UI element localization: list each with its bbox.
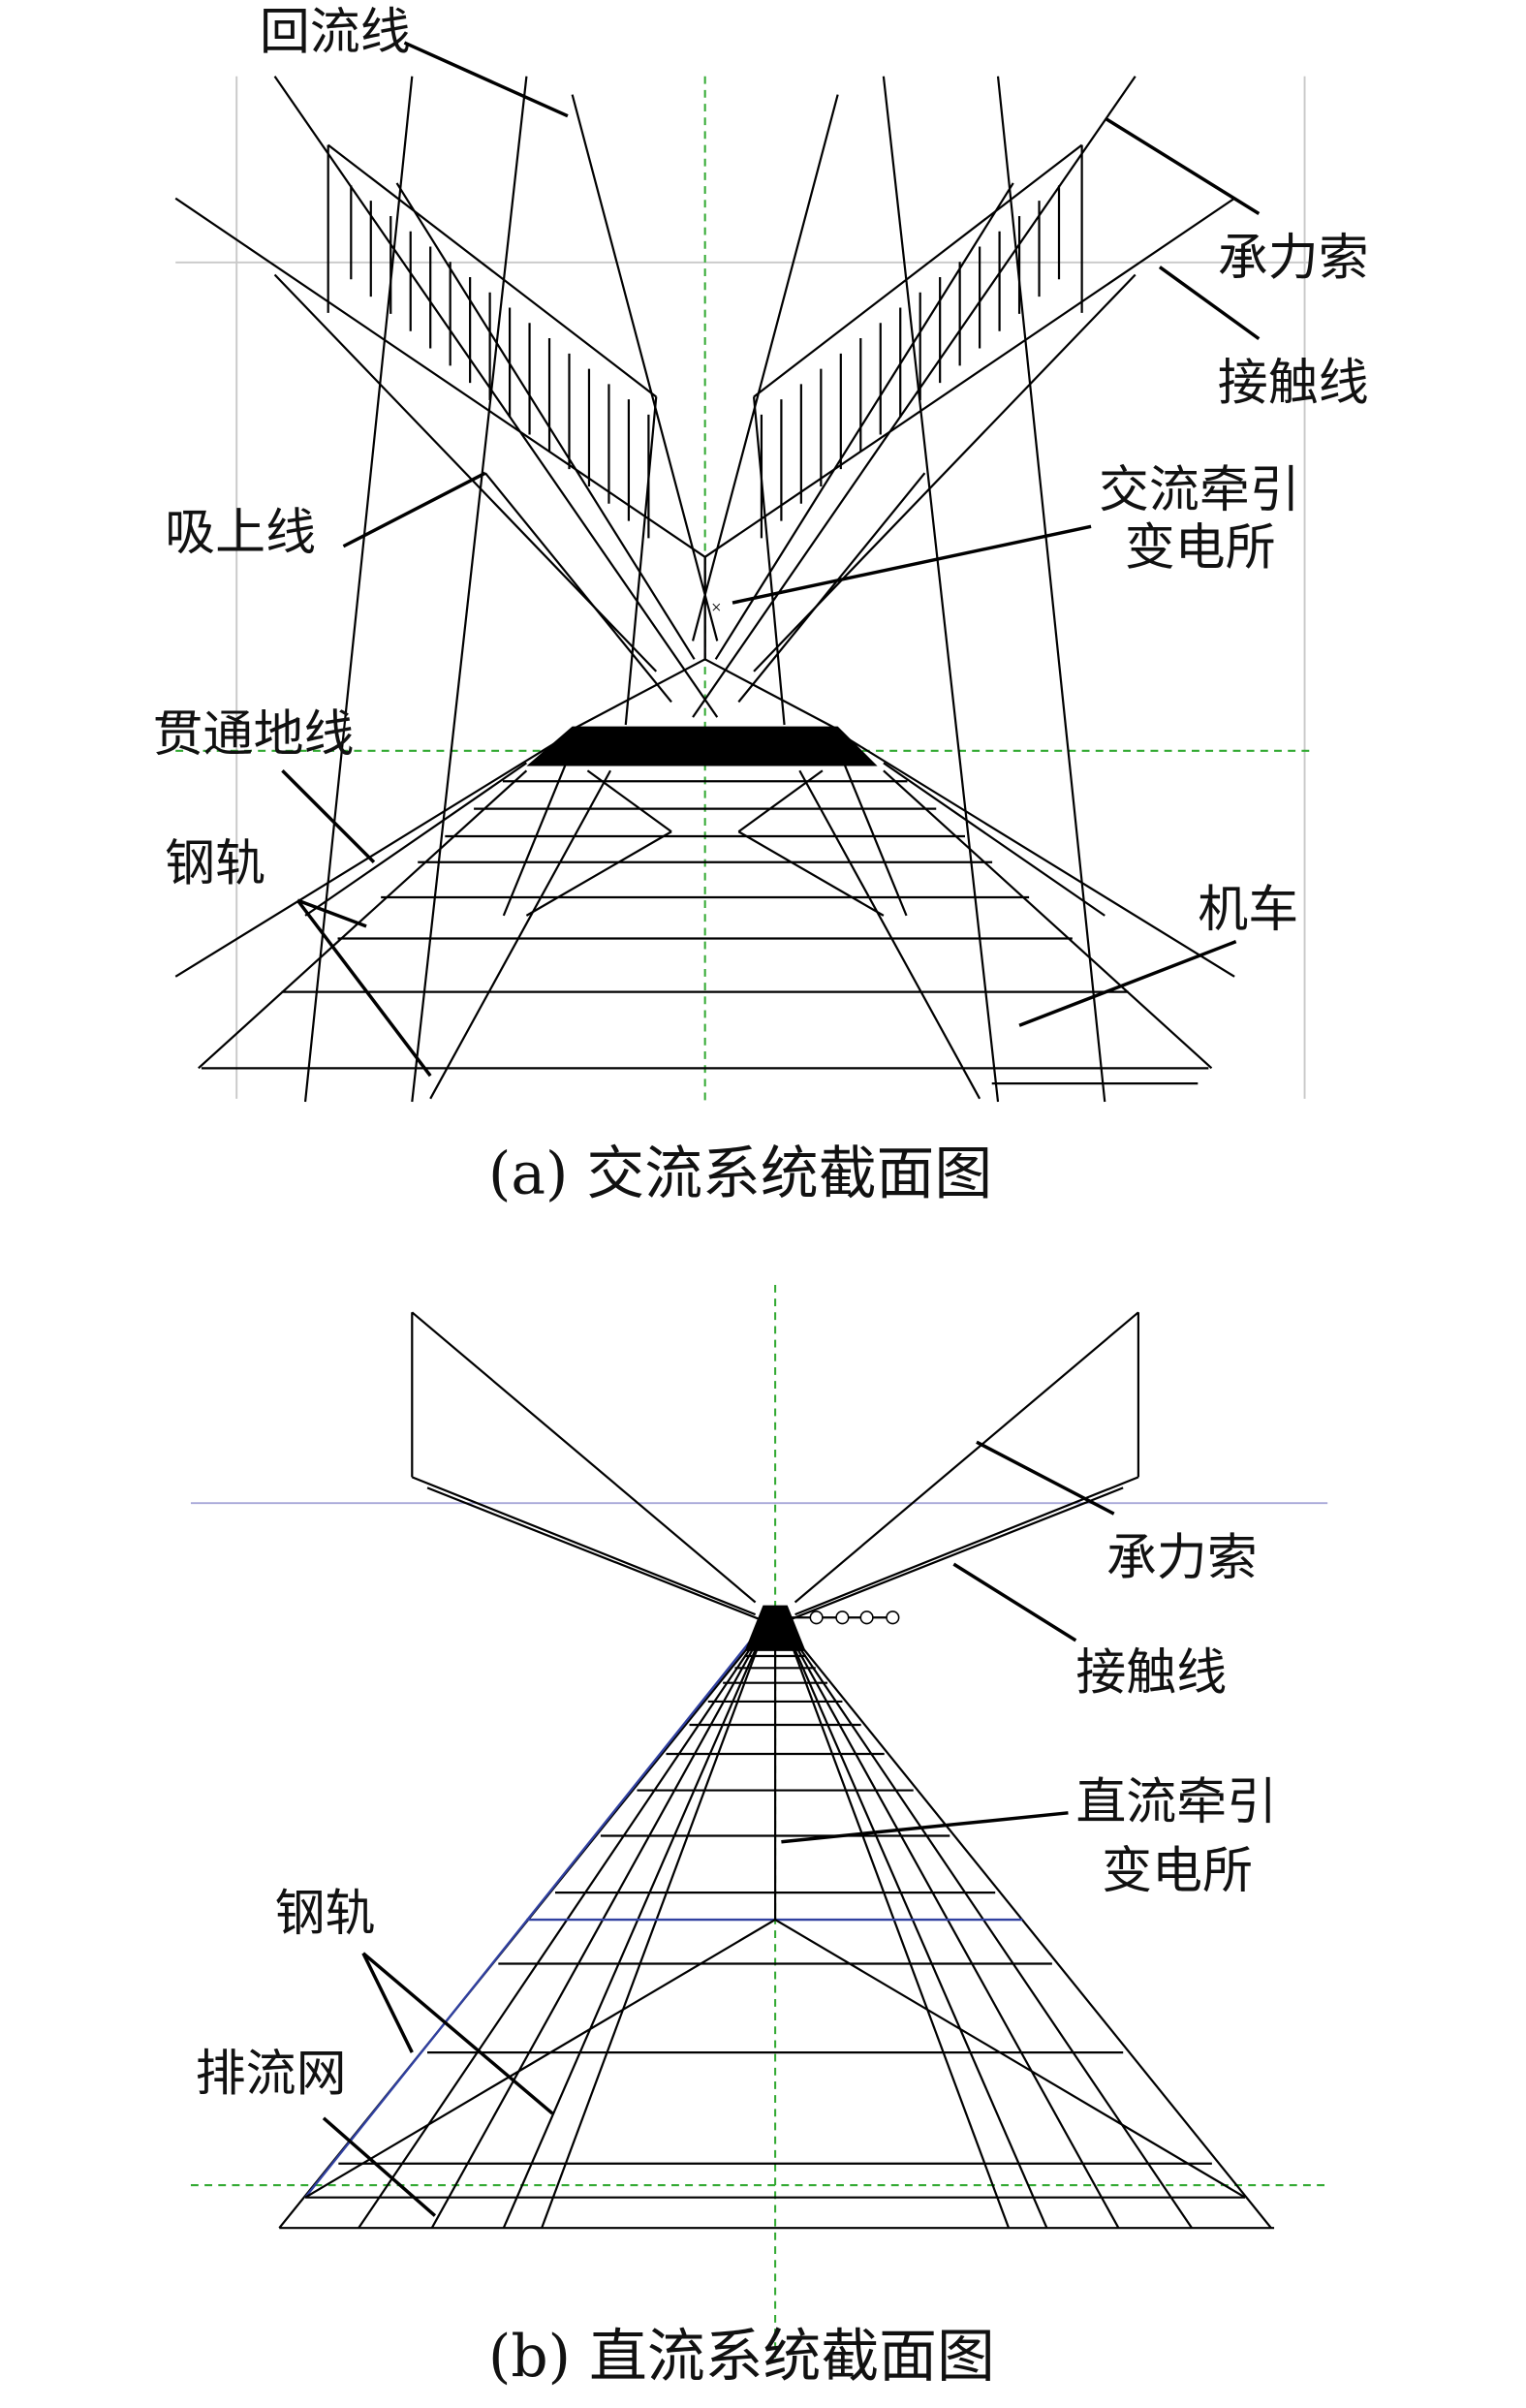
leader-rail-a-2 — [296, 899, 432, 1078]
return-wire — [303, 76, 414, 1103]
ground-wire — [737, 769, 824, 833]
leader-contact-wire-b — [952, 1562, 1077, 1642]
locomotive-body — [526, 726, 878, 766]
leader-ac-substation — [732, 524, 1092, 605]
rail-ray — [430, 1624, 767, 2229]
label-rail-a: 钢轨 — [165, 835, 265, 893]
ground-wire — [525, 830, 672, 917]
rail-ray — [783, 1624, 1011, 2229]
support-line — [624, 396, 658, 726]
catenary-wing — [787, 1486, 1124, 1622]
label-dc-substation-2: 变电所 — [1102, 1842, 1253, 1900]
rail-ray — [783, 1624, 1048, 2229]
rail-ray — [358, 1624, 767, 2229]
label-messenger-wire-a: 承力索 — [1218, 229, 1369, 287]
train-body — [744, 1605, 806, 1651]
catenary-line — [571, 94, 719, 641]
leader-locomotive — [1018, 940, 1237, 1027]
messenger-wire — [327, 143, 657, 398]
booster-wire — [484, 472, 672, 704]
leader-rail-a-1 — [296, 898, 367, 928]
rail — [798, 769, 981, 1100]
catenary-wing — [411, 1476, 757, 1616]
leader-messenger-wire-b — [976, 1440, 1115, 1516]
substation-line — [572, 658, 706, 731]
rail — [883, 769, 1213, 1070]
ground-wire — [737, 830, 885, 917]
cross-line — [774, 1919, 1246, 2199]
rail — [198, 769, 528, 1070]
electrode-icon — [835, 1611, 850, 1625]
rail-ray — [783, 1624, 1272, 2229]
catenary-wing — [794, 1476, 1139, 1616]
rail — [837, 731, 1235, 978]
catenary-line — [395, 182, 696, 660]
rail — [304, 762, 528, 917]
support-line — [752, 396, 786, 726]
drainage-net-line — [304, 1624, 764, 2199]
rail-ray — [783, 1624, 1193, 2229]
contact-wire — [174, 197, 706, 558]
electrode-icon — [859, 1611, 874, 1625]
leader-booster-wire — [342, 471, 486, 548]
panel-b-dc-system-diagram — [190, 1284, 1328, 2359]
leader-return-wire — [403, 41, 569, 118]
label-contact-wire-a: 接触线 — [1218, 355, 1369, 413]
label-drainage-net: 排流网 — [196, 2045, 347, 2103]
catenary-line — [692, 76, 1137, 718]
leader-rail-b-2 — [361, 1952, 554, 2115]
caption-b: (b) 直流系统截面图 — [488, 2323, 995, 2391]
contact-wire — [704, 197, 1235, 558]
leader-messenger-wire-a — [1105, 117, 1261, 215]
label-contact-wire-b: 接触线 — [1075, 1643, 1227, 1702]
rail-ray — [541, 1624, 767, 2229]
leader-ground-wire — [281, 769, 376, 863]
return-wire — [996, 76, 1106, 1103]
rail — [883, 762, 1106, 917]
messenger-wire — [753, 143, 1083, 398]
label-messenger-wire-b: 承力索 — [1106, 1529, 1258, 1587]
leader-dc-substation — [781, 1811, 1069, 1844]
cross-line — [304, 1919, 776, 2199]
label-ac-substation-2: 变电所 — [1125, 519, 1276, 578]
electrode-icon — [809, 1611, 824, 1625]
rail — [174, 731, 574, 978]
label-ac-substation-1: 交流牵引 — [1099, 461, 1300, 519]
rail-ray — [783, 1624, 1120, 2229]
catenary-line — [714, 182, 1014, 660]
catenary-line — [691, 94, 839, 641]
catenary-line — [273, 76, 719, 718]
substation-marker-icon: × — [711, 598, 722, 618]
rail — [429, 769, 611, 1100]
catenary-wing — [794, 1311, 1139, 1604]
label-dc-substation-1: 直流牵引 — [1075, 1773, 1277, 1831]
catenary-wing — [411, 1311, 757, 1604]
label-return-wire: 回流线 — [260, 3, 411, 61]
booster-wire — [737, 472, 926, 704]
label-booster-wire: 吸上线 — [165, 504, 316, 562]
label-ground-wire: 贯通地线 — [153, 705, 355, 764]
panel-a-ac-system-diagram: × — [174, 76, 1313, 1103]
leader-contact-wire-a — [1158, 266, 1261, 341]
return-wire — [411, 76, 528, 1103]
substation-line — [704, 658, 839, 731]
leader-rail-b-1 — [361, 1952, 414, 2053]
catenary-wing — [426, 1486, 763, 1622]
label-locomotive: 机车 — [1198, 881, 1298, 939]
electrode-icon — [886, 1611, 900, 1625]
rail-ray — [502, 1624, 767, 2229]
return-wire — [882, 76, 1000, 1103]
leader-drainage-net — [322, 2116, 437, 2217]
label-rail-b: 钢轨 — [275, 1885, 376, 1943]
caption-a: (a) 交流系统截面图 — [488, 1140, 992, 1207]
ground-wire — [586, 769, 672, 833]
